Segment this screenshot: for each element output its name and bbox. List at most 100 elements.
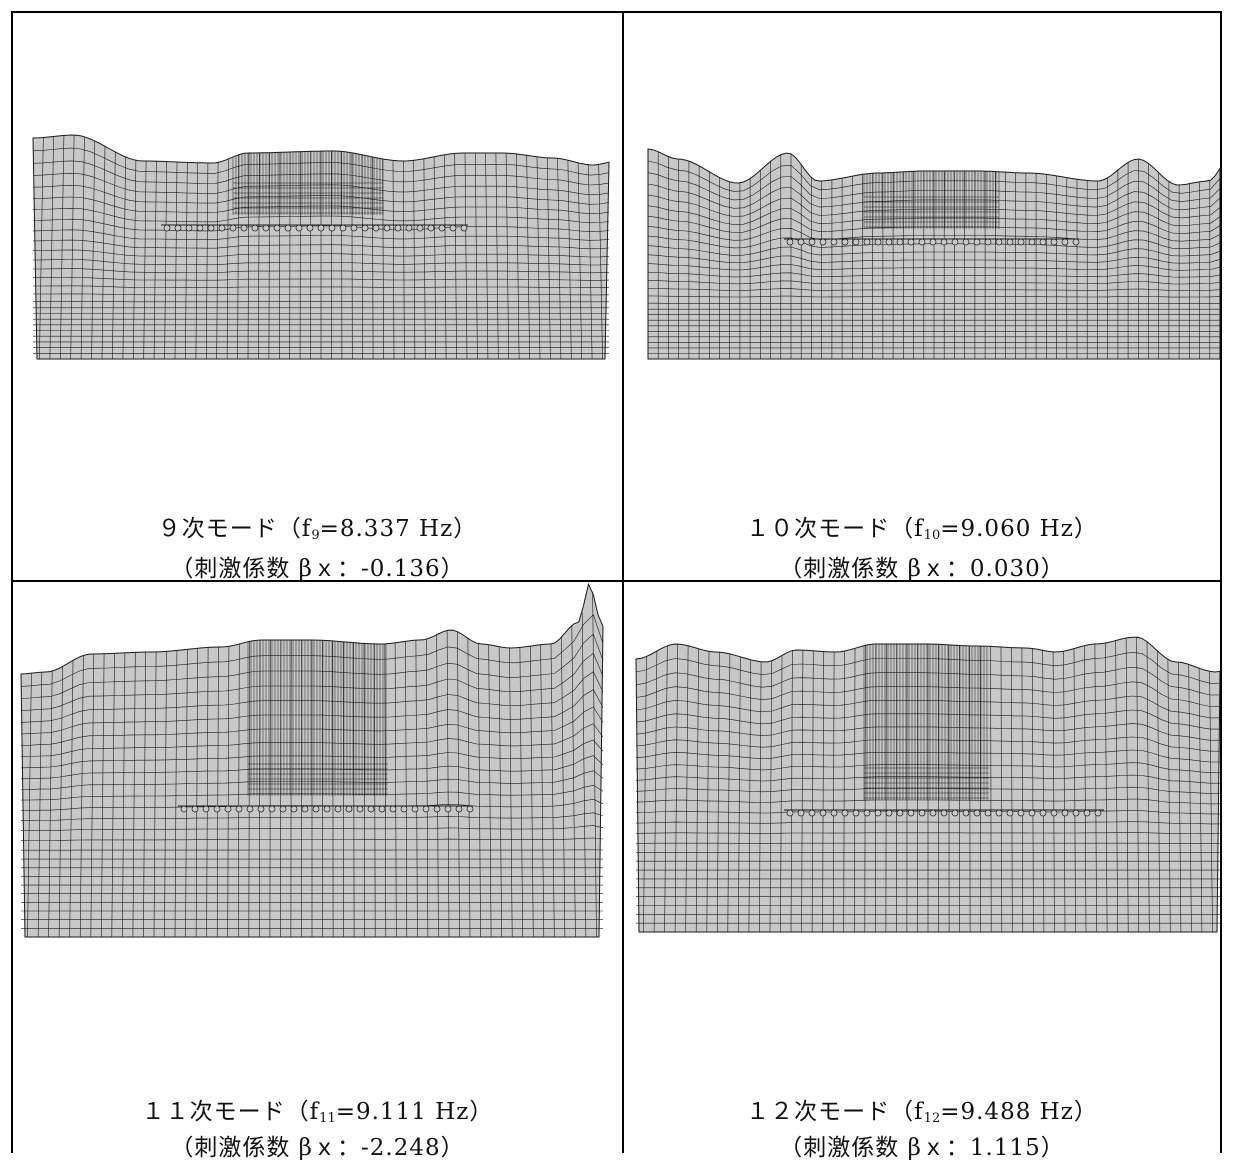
node-marker bbox=[444, 805, 452, 813]
node-marker bbox=[257, 805, 265, 813]
mode-12-mesh bbox=[635, 636, 1220, 933]
node-marker bbox=[1050, 238, 1058, 246]
node-marker bbox=[995, 809, 1003, 817]
node-marker bbox=[863, 238, 871, 246]
node-marker bbox=[301, 805, 309, 813]
mesh-refined-zone bbox=[863, 644, 989, 800]
panel-mode-12: １２次モード（f12=9.488 Hz） （刺激係数 βｘ：1.115） bbox=[624, 582, 1220, 1161]
node-marker bbox=[1050, 809, 1058, 817]
node-marker bbox=[863, 809, 871, 817]
node-marker bbox=[235, 805, 243, 813]
node-marker bbox=[317, 224, 325, 232]
node-marker bbox=[460, 224, 468, 232]
node-marker bbox=[1028, 809, 1036, 817]
node-marker bbox=[830, 238, 838, 246]
node-marker bbox=[896, 238, 904, 246]
node-marker bbox=[1072, 809, 1080, 817]
mesh-refined-zone bbox=[247, 640, 388, 796]
node-marker bbox=[268, 805, 276, 813]
node-marker bbox=[896, 809, 904, 817]
node-marker bbox=[312, 805, 320, 813]
node-marker bbox=[323, 805, 331, 813]
node-marker bbox=[383, 224, 391, 232]
mesh-refined-zone bbox=[863, 171, 1000, 229]
node-marker bbox=[951, 809, 959, 817]
node-marker bbox=[207, 224, 215, 232]
node-marker bbox=[1061, 809, 1069, 817]
node-marker bbox=[918, 809, 926, 817]
node-marker bbox=[185, 224, 193, 232]
node-marker bbox=[394, 224, 402, 232]
node-marker bbox=[940, 809, 948, 817]
node-marker bbox=[1039, 238, 1047, 246]
node-marker bbox=[218, 224, 226, 232]
node-marker bbox=[455, 805, 463, 813]
node-marker bbox=[819, 809, 827, 817]
node-marker bbox=[1072, 238, 1080, 246]
frame-right-border bbox=[1220, 11, 1222, 1153]
node-marker bbox=[405, 224, 413, 232]
node-marker bbox=[224, 805, 232, 813]
node-marker bbox=[1083, 809, 1091, 817]
node-marker bbox=[389, 805, 397, 813]
node-marker bbox=[251, 224, 259, 232]
node-marker bbox=[841, 809, 849, 817]
mesh-grid bbox=[20, 582, 604, 938]
node-marker bbox=[907, 238, 915, 246]
node-marker bbox=[852, 809, 860, 817]
node-marker bbox=[290, 805, 298, 813]
node-marker bbox=[808, 238, 816, 246]
node-marker bbox=[819, 238, 827, 246]
node-marker bbox=[427, 224, 435, 232]
node-marker bbox=[962, 238, 970, 246]
node-marker bbox=[797, 238, 805, 246]
mesh-vertical-lines bbox=[657, 151, 1211, 359]
mesh-vertical-lines bbox=[27, 591, 597, 938]
node-marker bbox=[350, 224, 358, 232]
mesh-grid bbox=[635, 636, 1220, 933]
node-marker bbox=[295, 224, 303, 232]
node-marker bbox=[852, 238, 860, 246]
node-marker bbox=[328, 224, 336, 232]
node-marker bbox=[1094, 809, 1102, 817]
node-marker bbox=[378, 805, 386, 813]
node-marker bbox=[1061, 238, 1069, 246]
mode-9-mesh bbox=[32, 134, 610, 360]
node-marker bbox=[449, 224, 457, 232]
mode-9-participation-factor: （刺激係数 βｘ：-0.136） bbox=[170, 556, 465, 582]
node-marker bbox=[984, 238, 992, 246]
panel-mode-9: ９次モード（f9=8.337 Hz） （刺激係数 βｘ：-0.136） bbox=[13, 13, 622, 582]
node-marker bbox=[345, 805, 353, 813]
node-marker bbox=[874, 238, 882, 246]
node-marker bbox=[306, 224, 314, 232]
node-marker bbox=[885, 238, 893, 246]
node-marker bbox=[940, 238, 948, 246]
node-marker bbox=[973, 238, 981, 246]
node-marker bbox=[273, 224, 281, 232]
node-marker bbox=[885, 809, 893, 817]
mode-10-participation-factor: （刺激係数 βｘ：0.030） bbox=[779, 556, 1065, 582]
node-marker bbox=[279, 805, 287, 813]
node-marker bbox=[229, 224, 237, 232]
node-marker bbox=[191, 805, 199, 813]
node-marker bbox=[1017, 238, 1025, 246]
node-marker bbox=[240, 224, 248, 232]
mesh-vertical-lines bbox=[39, 134, 603, 360]
node-marker bbox=[180, 805, 188, 813]
mode-12-title: １２次モード（f12=9.488 Hz） bbox=[746, 1099, 1098, 1126]
node-marker bbox=[929, 809, 937, 817]
node-marker bbox=[339, 224, 347, 232]
node-marker bbox=[246, 805, 254, 813]
node-marker bbox=[438, 224, 446, 232]
node-marker bbox=[422, 805, 430, 813]
node-marker bbox=[797, 809, 805, 817]
node-marker bbox=[929, 238, 937, 246]
node-marker bbox=[1006, 809, 1014, 817]
panel-mode-10: １０次モード（f10=9.060 Hz） （刺激係数 βｘ：0.030） bbox=[624, 13, 1220, 582]
node-marker bbox=[356, 805, 364, 813]
node-marker bbox=[973, 809, 981, 817]
node-marker bbox=[411, 805, 419, 813]
node-marker bbox=[874, 809, 882, 817]
node-marker bbox=[995, 238, 1003, 246]
node-marker bbox=[262, 224, 270, 232]
